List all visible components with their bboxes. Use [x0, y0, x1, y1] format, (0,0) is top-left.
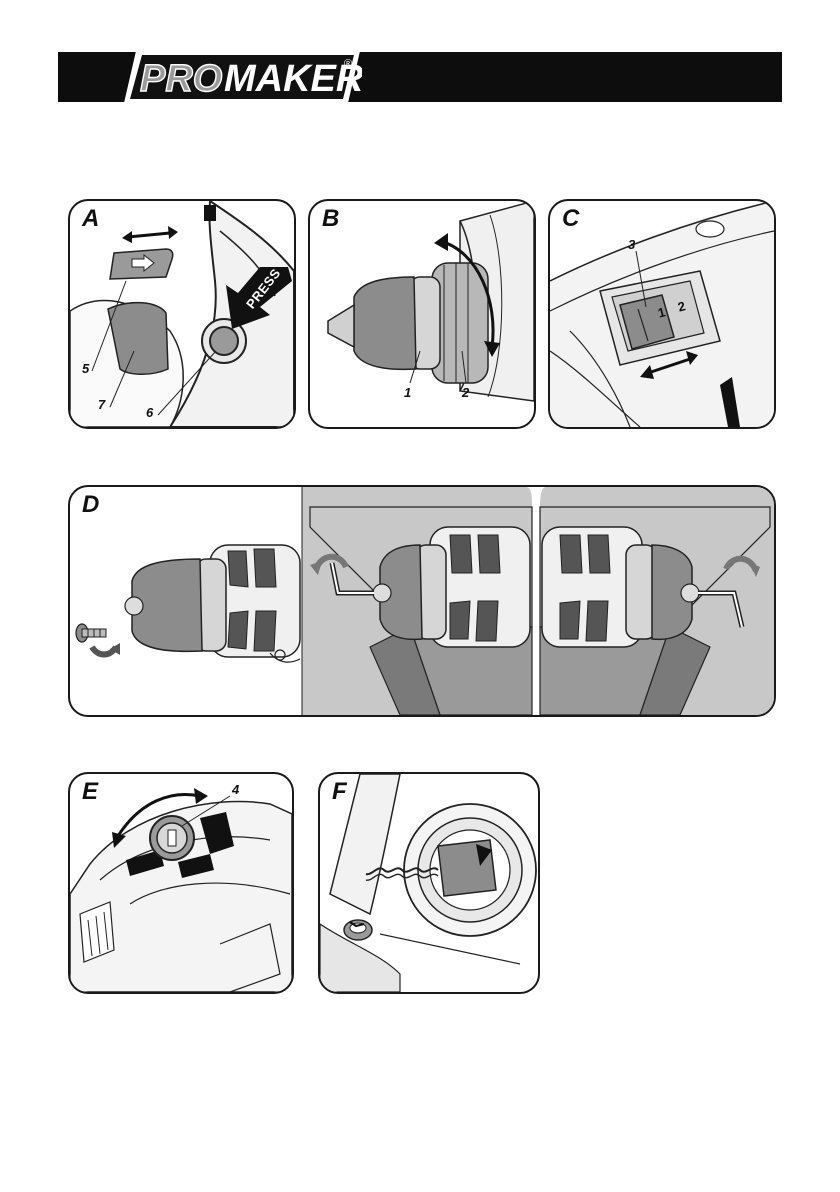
panel-c-letter: C	[562, 205, 579, 233]
panel-b: B 1 2	[308, 199, 536, 429]
panel-d: D	[68, 485, 776, 717]
callout-4: 4	[232, 782, 239, 797]
logo-maker-text: MAKER	[224, 58, 362, 100]
logo-registered-mark: ®	[344, 58, 352, 70]
panel-e-letter: E	[82, 778, 98, 806]
callout-1: 1	[404, 385, 411, 400]
chuck-illustration	[310, 201, 534, 427]
panel-d-letter: D	[82, 491, 99, 519]
chuck-removal-illustration	[70, 487, 774, 715]
callout-7: 7	[98, 397, 105, 412]
callout-6: 6	[146, 405, 153, 420]
callout-3: 3	[628, 237, 635, 252]
carbon-brush-illustration	[320, 774, 538, 992]
callout-5: 5	[82, 361, 89, 376]
panel-f-letter: F	[332, 778, 347, 806]
panel-c: C 3 1 2	[548, 199, 776, 429]
brush-cap-illustration	[70, 774, 292, 992]
panel-a-letter: A	[82, 205, 99, 233]
panel-a: A PRESS 5 7 6	[68, 199, 296, 429]
callout-2: 2	[462, 385, 469, 400]
panel-b-letter: B	[322, 205, 339, 233]
promaker-logo: PRO MAKER ®	[122, 45, 362, 109]
drill-side-illustration	[70, 201, 294, 427]
panel-e: E 4	[68, 772, 294, 994]
panel-f: F	[318, 772, 540, 994]
logo-pro-text: PRO	[140, 58, 222, 100]
